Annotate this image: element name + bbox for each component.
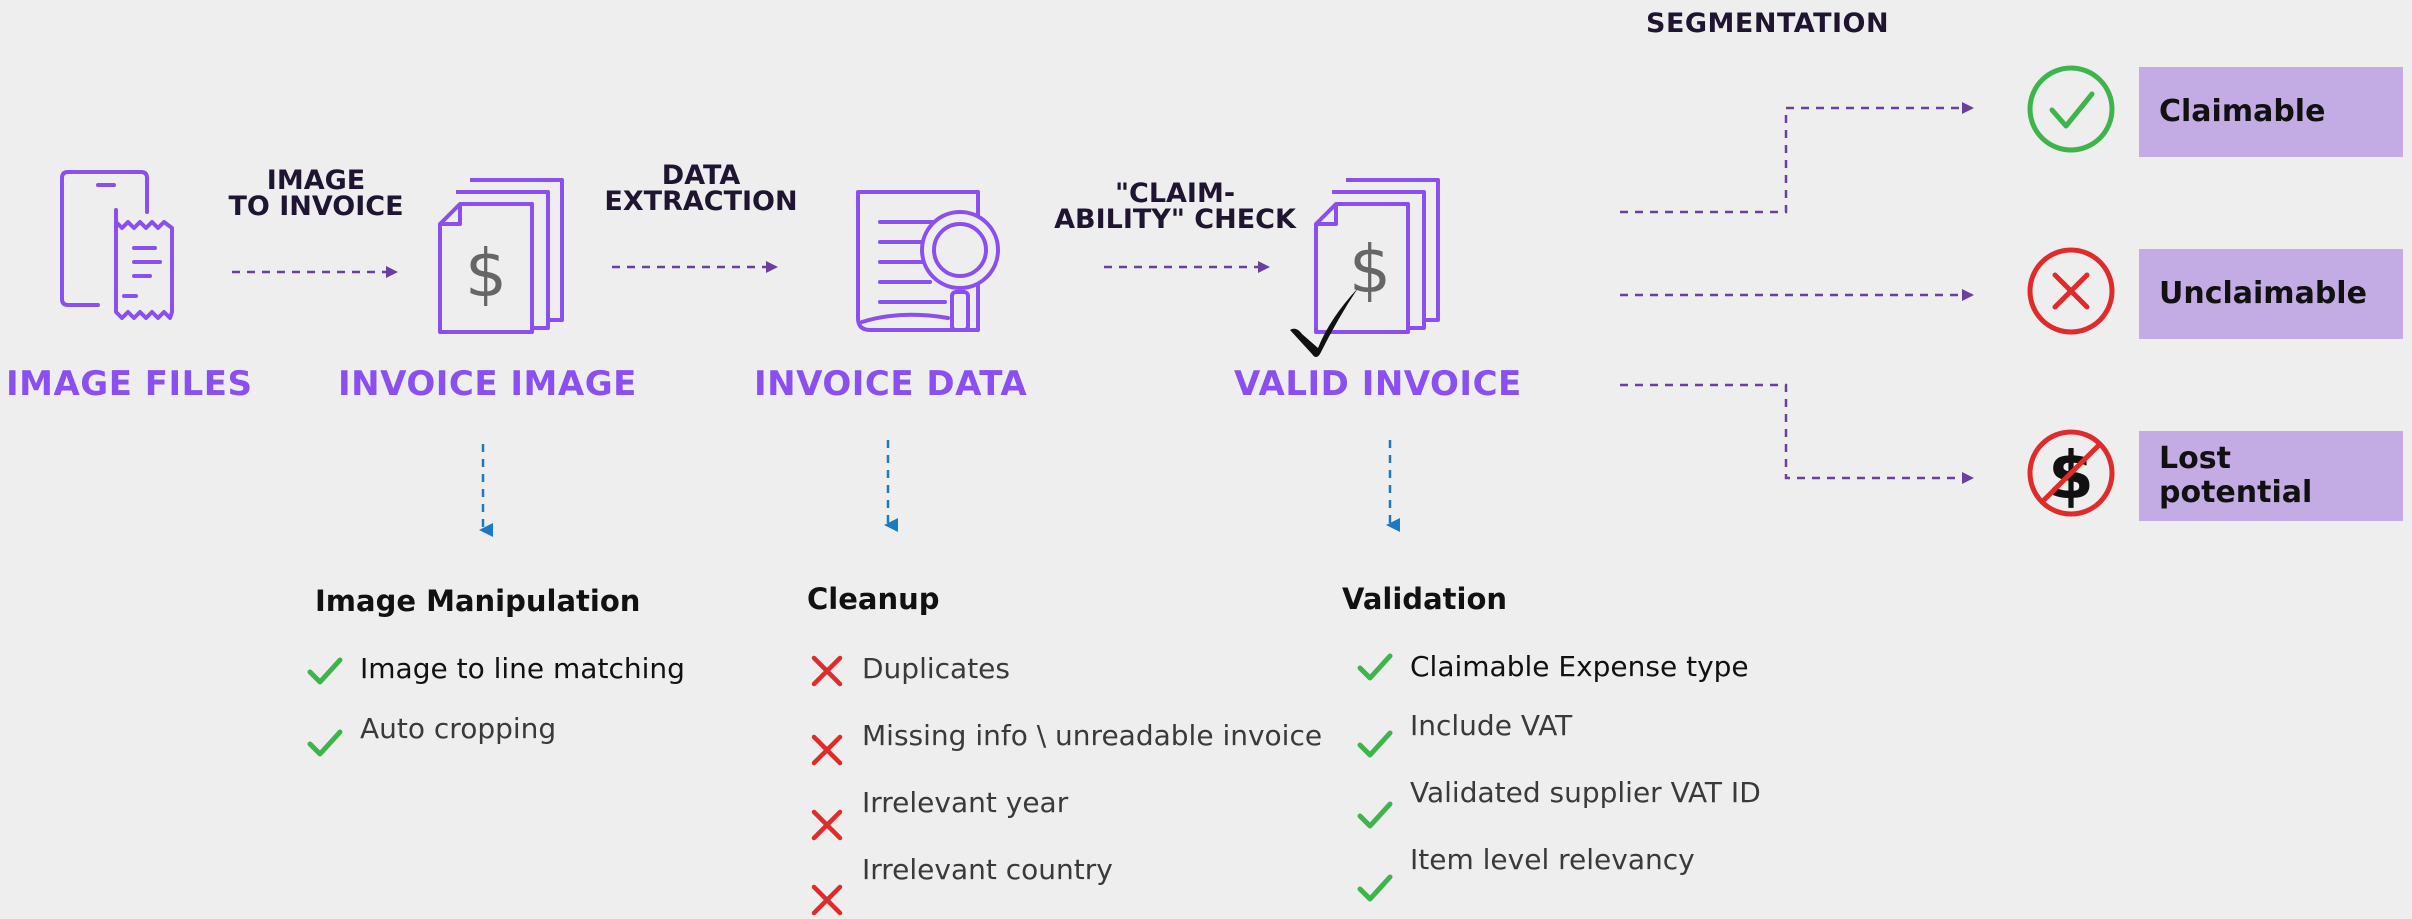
item-text: Claimable Expense type (1410, 650, 1749, 683)
outcome-lost-potential: Lost potential (2139, 431, 2403, 521)
black-check-icon (1290, 288, 1358, 357)
stage-image-files: IMAGE FILES (6, 364, 253, 404)
outcome-unclaimable: Unclaimable (2139, 249, 2403, 339)
item-text: Include VAT (1410, 709, 1573, 742)
group-title-validation: Validation (1342, 582, 1508, 616)
outcome-label: Lost potential (2159, 441, 2313, 510)
item-text: Item level relevancy (1410, 843, 1695, 876)
cross-icon (811, 655, 843, 687)
check-icon (1357, 801, 1393, 829)
check-circle-icon (2027, 65, 2115, 153)
document-magnifier-icon (856, 190, 1000, 332)
valid-invoice-icon: $ (1314, 178, 1440, 334)
check-icon (1357, 730, 1393, 758)
step-data-extraction: DATA EXTRACTION (604, 160, 798, 217)
invoice-stack-icon: $ (438, 178, 564, 334)
outcome-label: Claimable (2159, 94, 2326, 129)
x-circle-icon (2027, 247, 2115, 335)
detail-arrows (479, 440, 1400, 537)
cross-icon (811, 809, 843, 841)
cross-icon (811, 884, 843, 916)
step-arrows (232, 261, 1270, 278)
outcome-claimable: Claimable (2139, 67, 2403, 157)
item-text: Missing info \ unreadable invoice (862, 719, 1323, 752)
check-icon (1357, 653, 1393, 681)
item-text: Irrelevant year (862, 786, 1069, 819)
item-text: Validated supplier VAT ID (1410, 776, 1761, 809)
check-icon (307, 657, 343, 685)
svg-text:$: $ (465, 235, 507, 312)
segmentation-arrows (1620, 102, 1974, 484)
group-title-image-manipulation: Image Manipulation (315, 584, 641, 618)
check-icon (1357, 874, 1393, 902)
stage-invoice-image: INVOICE IMAGE (338, 364, 637, 404)
phone-receipt-icon (60, 170, 174, 320)
cross-icon (811, 734, 843, 766)
svg-text:$: $ (1349, 231, 1391, 308)
stage-invoice-data: INVOICE DATA (754, 364, 1028, 404)
item-text: Auto cropping (360, 712, 557, 745)
segmentation-title: SEGMENTATION (1646, 8, 1890, 39)
step-claimability-check: "CLAIM- ABILITY" CHECK (1054, 178, 1296, 235)
stage-valid-invoice: VALID INVOICE (1234, 364, 1522, 404)
step-image-to-invoice: IMAGE TO INVOICE (228, 165, 404, 222)
check-icon (307, 729, 343, 757)
group-title-cleanup: Cleanup (807, 582, 940, 616)
item-text: Image to line matching (360, 652, 685, 685)
no-dollar-icon: $ (2027, 429, 2115, 517)
item-text: Irrelevant country (862, 853, 1113, 886)
item-text: Duplicates (862, 652, 1010, 685)
outcome-label: Unclaimable (2159, 276, 2367, 311)
